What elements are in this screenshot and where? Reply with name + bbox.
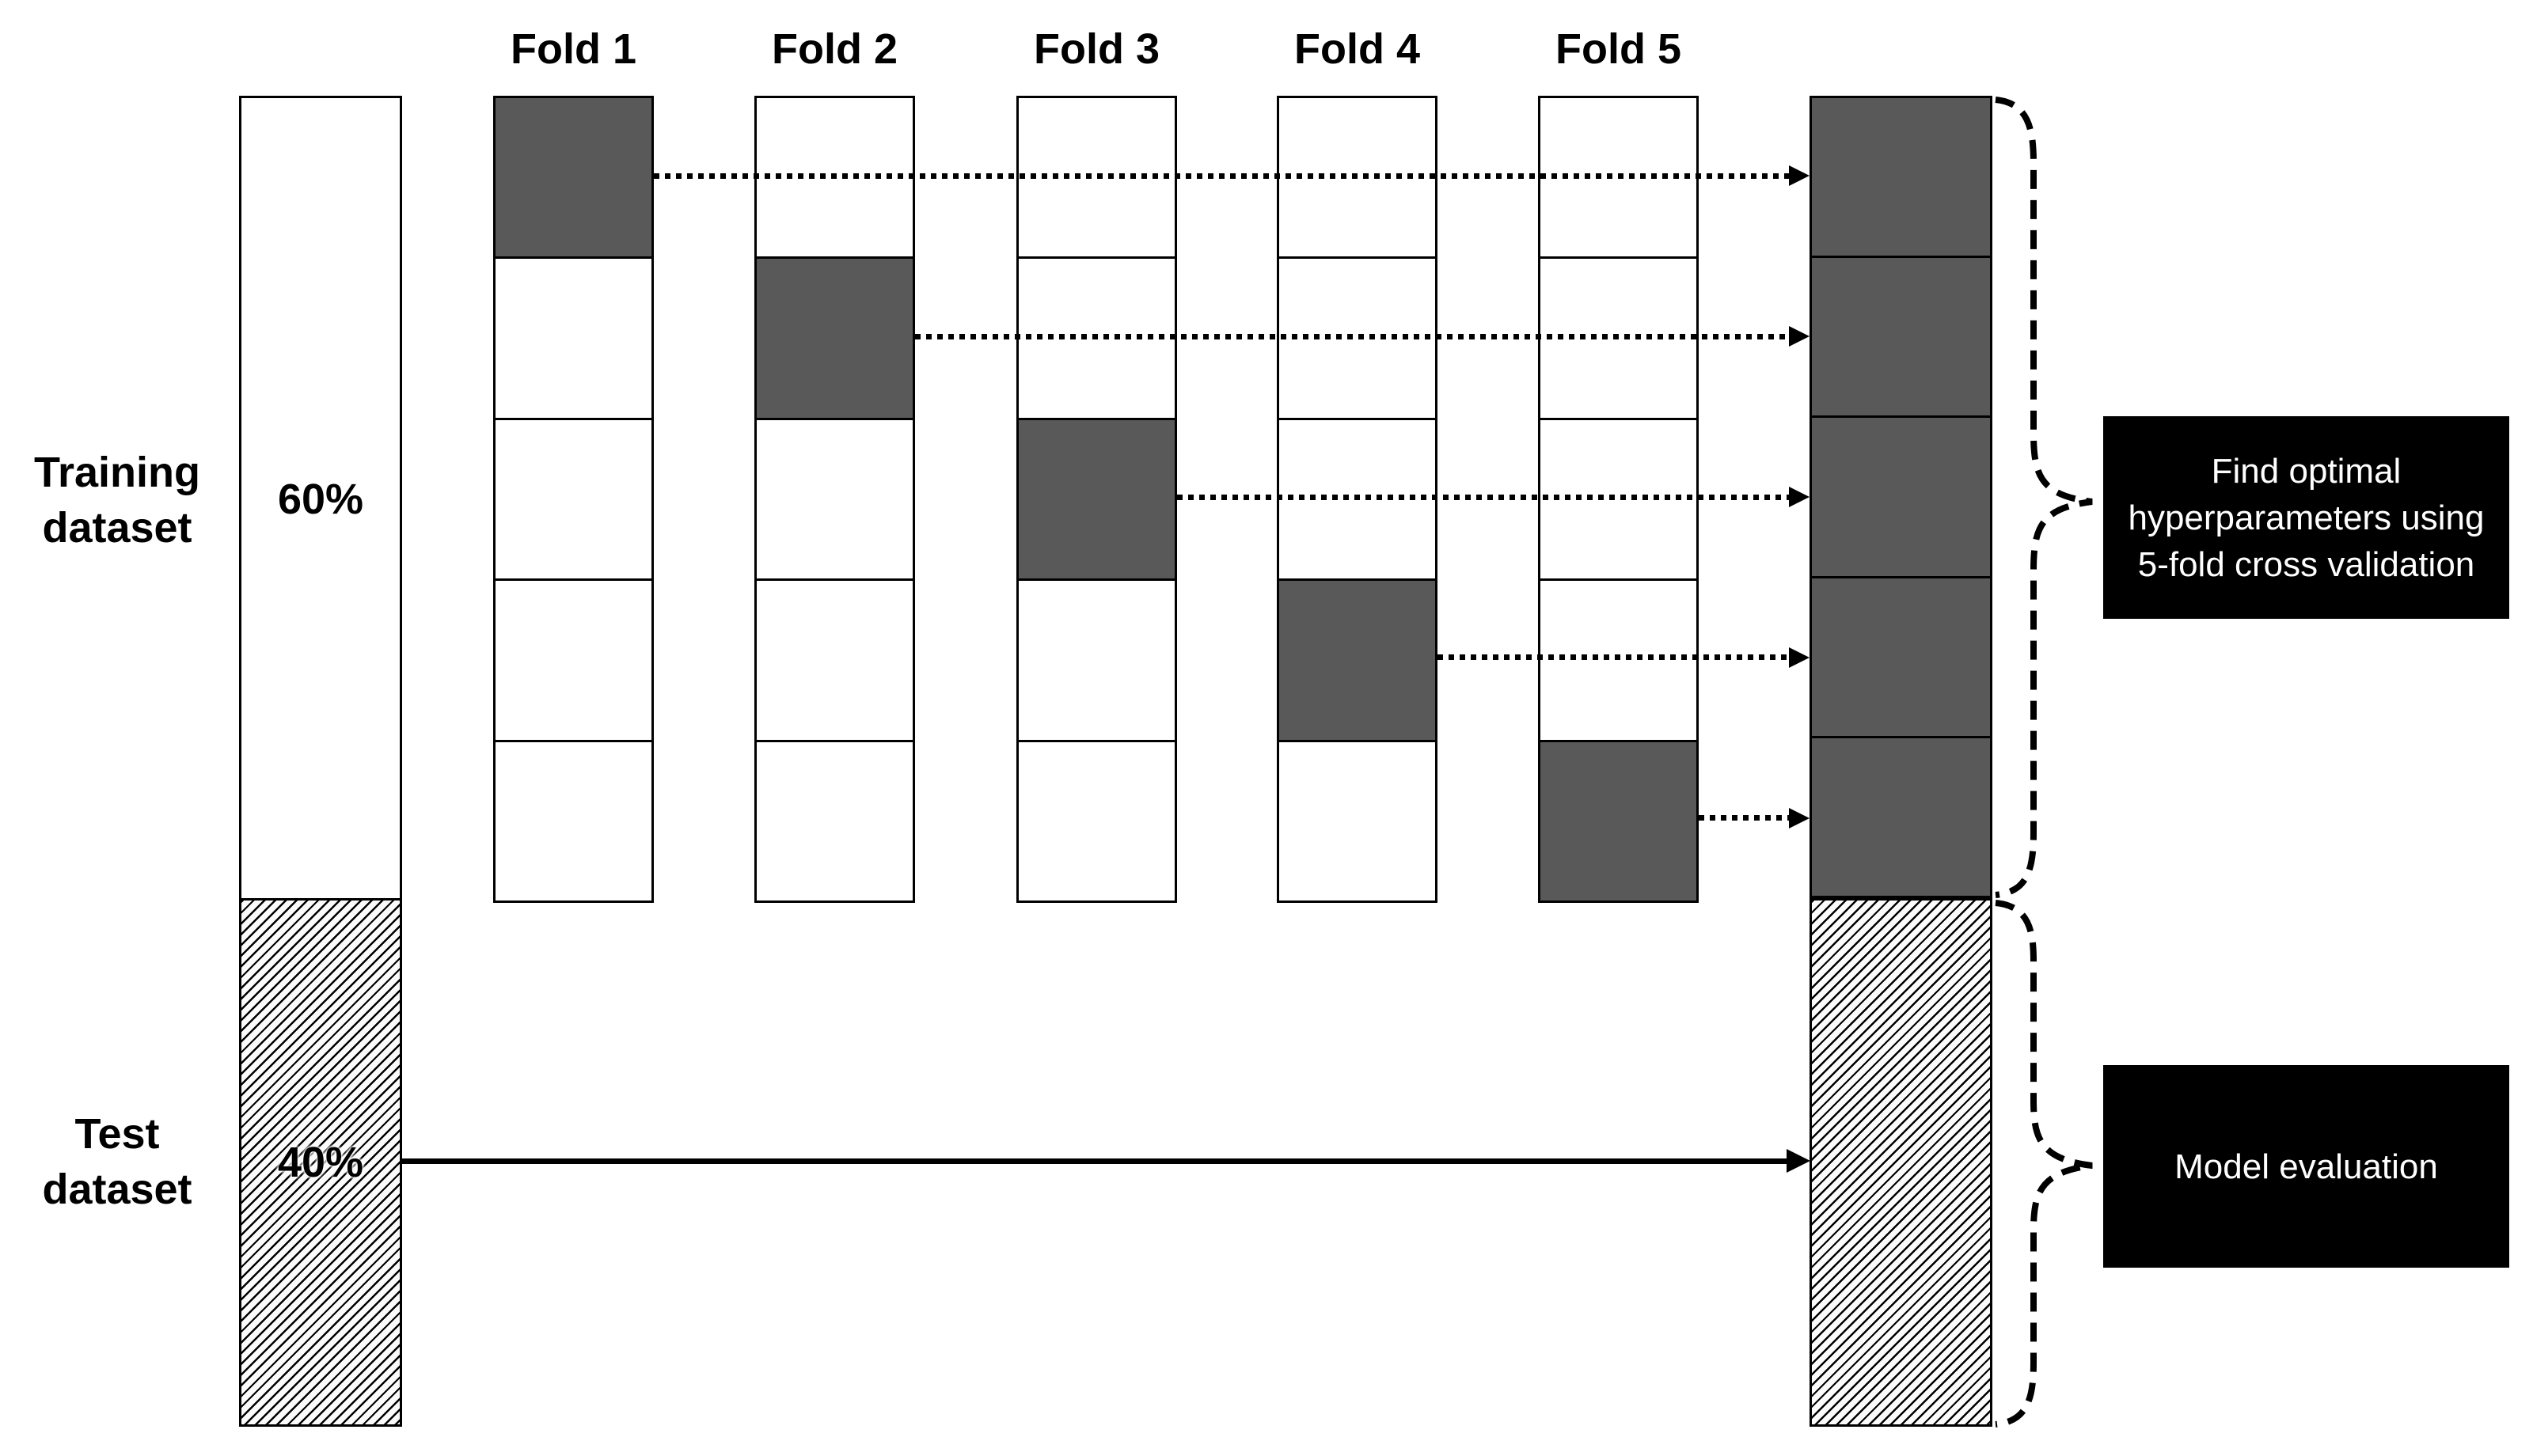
aggregated-validation-cell bbox=[1812, 735, 1990, 897]
test-split-segment bbox=[241, 898, 400, 1424]
training-cell bbox=[757, 578, 913, 740]
fold-column bbox=[1016, 96, 1177, 903]
validation-arrow-line bbox=[1177, 494, 1791, 500]
validation-holdout-cell bbox=[1540, 739, 1696, 901]
test-percent-label: 40% bbox=[277, 1139, 364, 1186]
aggregated-validation-cell bbox=[1812, 575, 1990, 736]
training-cell bbox=[1019, 578, 1175, 740]
validation-holdout-cell bbox=[1019, 417, 1175, 579]
fold-label: Fold 4 bbox=[1294, 25, 1420, 73]
training-split-segment bbox=[241, 98, 400, 898]
training-cell bbox=[757, 417, 913, 579]
validation-arrow-line bbox=[1437, 654, 1791, 661]
validation-arrow-line bbox=[915, 333, 1791, 339]
training-cell bbox=[757, 739, 913, 901]
test-arrow-line bbox=[402, 1158, 1789, 1164]
fold-column bbox=[493, 96, 654, 903]
training-dataset-label: Training dataset bbox=[33, 449, 200, 552]
validation-arrow-line bbox=[1699, 815, 1791, 821]
training-cell bbox=[1279, 739, 1435, 901]
fold-label: Fold 2 bbox=[772, 25, 898, 73]
test-arrow-head-icon bbox=[1787, 1149, 1810, 1173]
validation-holdout-cell bbox=[496, 98, 651, 257]
fold-label: Fold 5 bbox=[1555, 25, 1681, 73]
validation-arrow-head-icon bbox=[1789, 807, 1810, 828]
validation-arrow-head-icon bbox=[1789, 165, 1810, 187]
validation-arrow-line bbox=[654, 173, 1791, 179]
validation-holdout-cell bbox=[757, 256, 913, 418]
training-percent-label: 60% bbox=[277, 476, 364, 523]
brace-model-evaluation bbox=[1995, 900, 2093, 1428]
test-result-column bbox=[1810, 898, 1992, 1427]
brace-cross-validation bbox=[1995, 97, 2093, 898]
training-cell bbox=[496, 256, 651, 418]
validation-arrow-head-icon bbox=[1789, 326, 1810, 347]
aggregated-validation-cell bbox=[1812, 98, 1990, 256]
cv-note-box: Find optimal hyperparameters using 5-fol… bbox=[2103, 416, 2509, 619]
aggregated-validation-cell bbox=[1812, 415, 1990, 576]
cv-training-result-column bbox=[1810, 96, 1992, 898]
validation-holdout-cell bbox=[1279, 578, 1435, 740]
training-cell bbox=[1019, 739, 1175, 901]
validation-arrow-head-icon bbox=[1789, 487, 1810, 507]
training-cell bbox=[496, 417, 651, 579]
fold-label: Fold 3 bbox=[1034, 25, 1160, 73]
training-cell bbox=[496, 739, 651, 901]
dataset-split-bar bbox=[239, 96, 402, 1427]
aggregated-validation-cell bbox=[1812, 256, 1990, 416]
test-dataset-label: Test dataset bbox=[42, 1110, 192, 1213]
model-evaluation-box: Model evaluation bbox=[2103, 1065, 2509, 1268]
validation-arrow-head-icon bbox=[1789, 646, 1810, 668]
fold-label: Fold 1 bbox=[511, 25, 636, 73]
training-cell bbox=[496, 578, 651, 740]
